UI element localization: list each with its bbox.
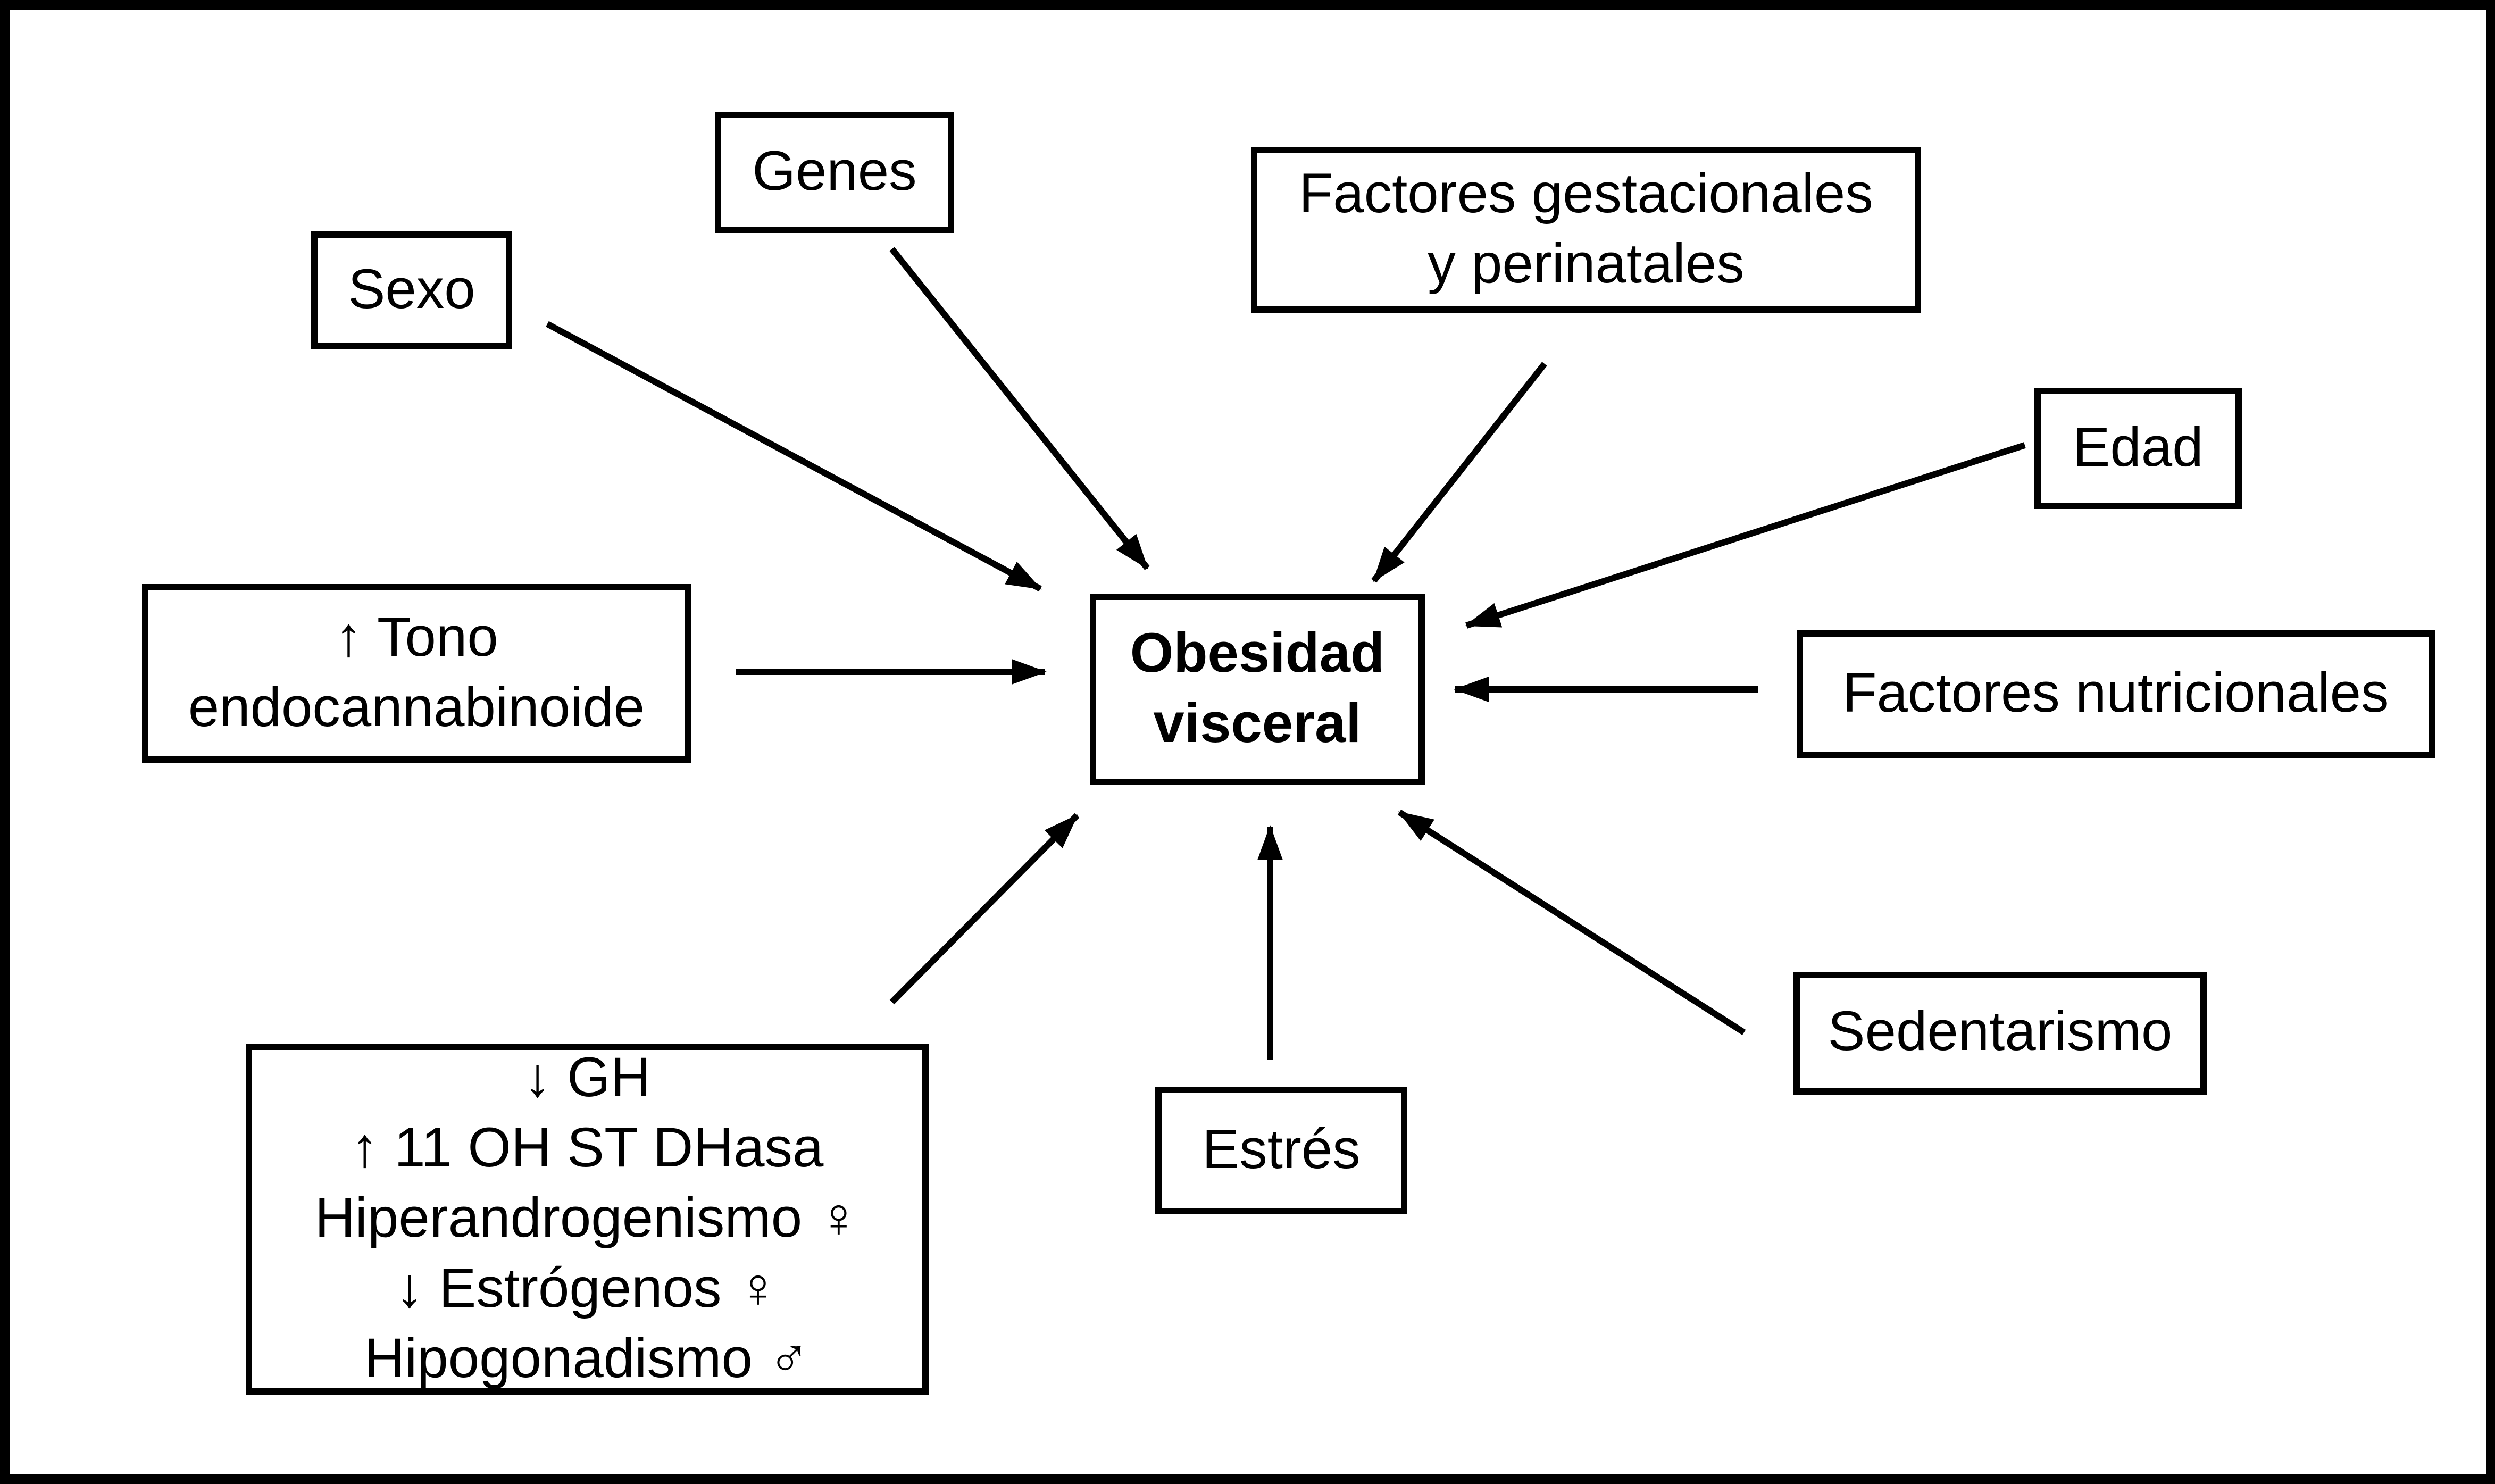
arrow-sedentarismo-to-obesidad-visceral	[1397, 809, 1746, 1036]
node-genes: Genes	[715, 112, 954, 233]
arrow-genes-to-obesidad-visceral	[889, 247, 1150, 570]
arrow-sexo-to-obesidad-visceral	[546, 321, 1042, 592]
node-label-line: ↓ Estrógenos ♀	[395, 1257, 779, 1320]
node-label-line: Sedentarismo	[1828, 1001, 2173, 1064]
node-label-line: Estrés	[1202, 1118, 1361, 1181]
node-label-line: Obesidad	[1130, 622, 1385, 685]
node-edad: Edad	[2034, 388, 2242, 509]
node-sedentarismo: Sedentarismo	[1793, 972, 2207, 1095]
node-label-line: visceral	[1153, 693, 1362, 755]
node-label-line: Hiperandrogenismo ♀	[314, 1187, 860, 1249]
node-label-line: Hipogonadismo ♂	[364, 1328, 810, 1390]
arrow-hormonal-to-obesidad-visceral	[889, 813, 1080, 1005]
arrow-factores-gestacionales-to-obesidad-visceral	[1371, 362, 1547, 583]
node-label-line: y perinatales	[1428, 233, 1745, 295]
node-label-line: ↓ GH	[523, 1046, 651, 1109]
node-sexo: Sexo	[311, 231, 512, 349]
node-label-line: Genes	[752, 140, 917, 203]
node-label-line: Sexo	[348, 258, 475, 321]
node-label-line: Factores nutricionales	[1842, 662, 2389, 724]
node-obesidad-visceral: Obesidad visceral	[1090, 594, 1425, 785]
node-factores-gestacionales: Factores gestacionales y perinatales	[1251, 147, 1921, 313]
node-label-line: Edad	[2073, 416, 2204, 479]
node-label-line: endocannabinoide	[188, 677, 645, 739]
node-label-line: Factores gestacionales	[1299, 162, 1873, 225]
node-factores-nutricionales: Factores nutricionales	[1797, 630, 2435, 758]
node-estres: Estrés	[1155, 1087, 1407, 1214]
arrow-edad-to-obesidad-visceral	[1465, 442, 2026, 629]
node-label-line: ↑ 11 OH ST DHasa	[351, 1116, 824, 1179]
node-label-line: ↑ Tono	[335, 606, 498, 669]
node-tono-endocannabinoide: ↑ Tono endocannabinoide	[142, 584, 691, 763]
